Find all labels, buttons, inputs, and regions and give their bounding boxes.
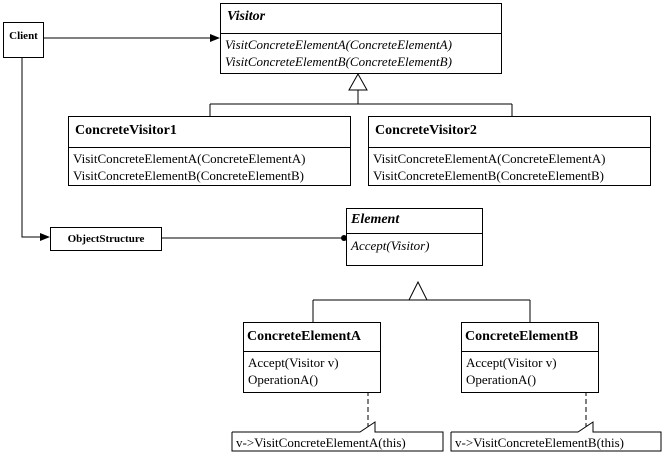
- concrete-visitor-2-name: ConcreteVisitor2: [375, 123, 477, 138]
- concrete-visitor-1-name: ConcreteVisitor1: [75, 123, 177, 138]
- element-gen-triangle: [408, 280, 428, 301]
- client-box: Client: [3, 22, 44, 58]
- visitor-op-2: VisitConcreteElementB(ConcreteElementB): [225, 54, 452, 69]
- element-operations: Accept(Visitor): [347, 233, 482, 256]
- concrete-element-a-op-1: Accept(Visitor v): [248, 355, 339, 370]
- concrete-element-a-operations: Accept(Visitor v) OperationA(): [244, 351, 380, 390]
- concrete-visitor-2-operations: VisitConcreteElementA(ConcreteElementA) …: [369, 147, 650, 186]
- concrete-visitor-1-class: ConcreteVisitor1 VisitConcreteElementA(C…: [68, 116, 351, 186]
- note-b-outline: [450, 421, 662, 452]
- concrete-element-a-class: ConcreteElementA Accept(Visitor v) Opera…: [243, 322, 381, 393]
- concrete-element-b-name: ConcreteElementB: [465, 329, 579, 344]
- element-op-1: Accept(Visitor): [351, 238, 430, 253]
- note-a: v->VisitConcreteElementA(this): [236, 435, 406, 450]
- concrete-visitor-1-op-2: VisitConcreteElementB(ConcreteElementB): [73, 168, 304, 183]
- element-class-name: Element: [351, 212, 400, 227]
- concrete-visitor-2-op-1: VisitConcreteElementA(ConcreteElementA): [373, 151, 606, 166]
- concrete-element-b-class: ConcreteElementB Accept(Visitor v) Opera…: [461, 322, 599, 393]
- concrete-visitor-2-class: ConcreteVisitor2 VisitConcreteElementA(C…: [368, 116, 651, 186]
- concrete-element-b-operations: Accept(Visitor v) OperationA(): [462, 351, 598, 390]
- note-a-outline: [231, 421, 444, 452]
- visitor-class-name: Visitor: [227, 9, 266, 24]
- visitor-gen-triangle: [348, 72, 368, 91]
- client-objectstructure-arrowhead: [40, 233, 50, 241]
- visitor-class: Visitor VisitConcreteElementA(ConcreteEl…: [220, 3, 502, 74]
- note-b: v->VisitConcreteElementB(this): [455, 435, 625, 450]
- object-structure-name: ObjectStructure: [67, 233, 145, 245]
- concrete-element-a-name: ConcreteElementA: [247, 329, 362, 344]
- concrete-element-b-op-2: OperationA(): [466, 372, 537, 387]
- object-structure-class: ObjectStructure: [50, 227, 162, 251]
- client-objectstructure-line: [21, 58, 42, 238]
- concrete-visitor-1-op-1: VisitConcreteElementA(ConcreteElementA): [73, 151, 306, 166]
- element-class: Element Accept(Visitor): [346, 208, 483, 266]
- concrete-visitor-1-operations: VisitConcreteElementA(ConcreteElementA) …: [69, 147, 350, 186]
- concrete-element-b-op-1: Accept(Visitor v): [466, 355, 557, 370]
- visitor-operations: VisitConcreteElementA(ConcreteElementA) …: [221, 33, 501, 72]
- aggregation-dot: [341, 235, 347, 241]
- client-label: Client: [9, 30, 38, 42]
- concrete-visitor-2-op-2: VisitConcreteElementB(ConcreteElementB): [373, 168, 604, 183]
- concrete-element-a-op-2: OperationA(): [248, 372, 319, 387]
- client-visitor-arrowhead: [210, 34, 220, 42]
- visitor-op-1: VisitConcreteElementA(ConcreteElementA): [225, 37, 452, 52]
